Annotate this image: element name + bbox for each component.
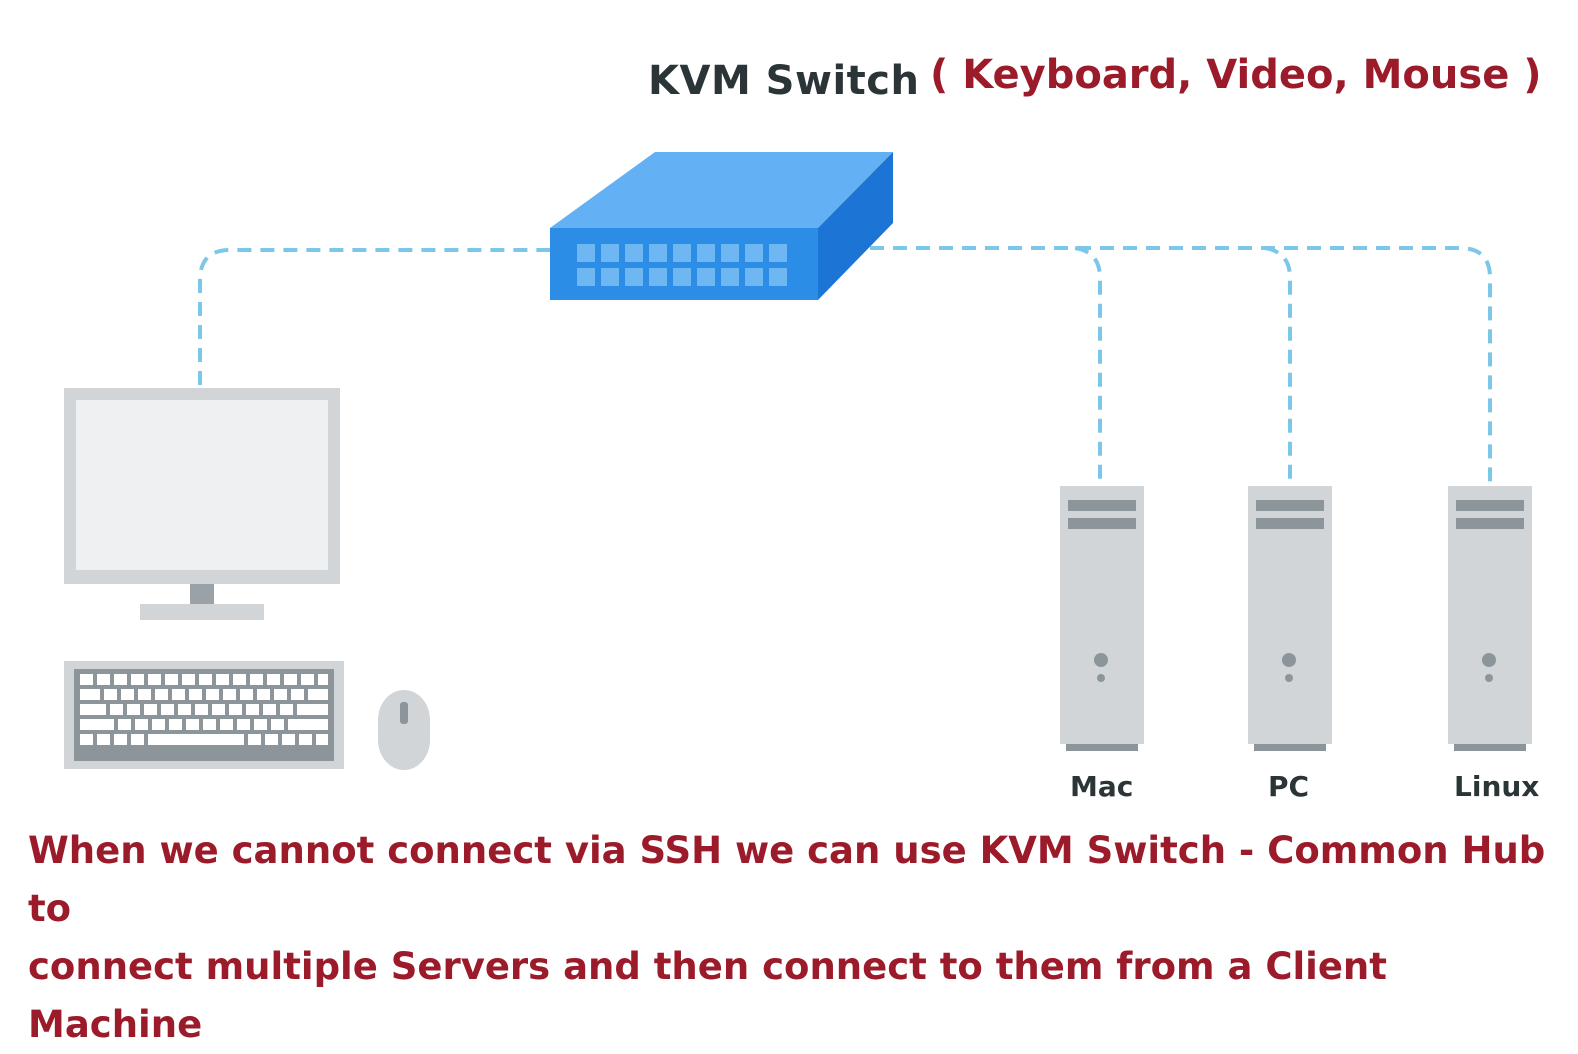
keyboard-icon [64, 661, 344, 769]
diagram-title: KVM Switch [648, 58, 920, 104]
keyboard-keys [80, 674, 328, 745]
caption: When we cannot connect via SSH we can us… [28, 822, 1558, 1054]
diagram-subtitle: ( Keyboard, Video, Mouse ) [930, 52, 1542, 98]
switch-front [550, 228, 818, 300]
monitor-icon [64, 388, 340, 620]
cable-client [198, 248, 555, 385]
cables [198, 246, 1492, 485]
switch-side [818, 152, 893, 300]
server-tower-mac [1060, 486, 1144, 751]
mouse-icon [378, 690, 430, 770]
server-label-linux: Linux [1454, 770, 1540, 803]
server-label-pc: PC [1268, 770, 1310, 803]
server-tower-linux [1448, 486, 1532, 751]
server-label-mac: Mac [1070, 770, 1134, 803]
cable-pc [1264, 246, 1292, 485]
server-tower-pc [1248, 486, 1332, 751]
caption-line-2: connect multiple Servers and then connec… [28, 945, 1387, 1046]
switch-top [550, 152, 893, 228]
kvm-diagram [64, 152, 1532, 770]
kvm-switch-icon [550, 152, 893, 300]
cable-bus [870, 246, 1492, 485]
caption-line-1: When we cannot connect via SSH we can us… [28, 829, 1546, 930]
cable-mac [1074, 246, 1102, 485]
switch-ports [577, 244, 787, 286]
